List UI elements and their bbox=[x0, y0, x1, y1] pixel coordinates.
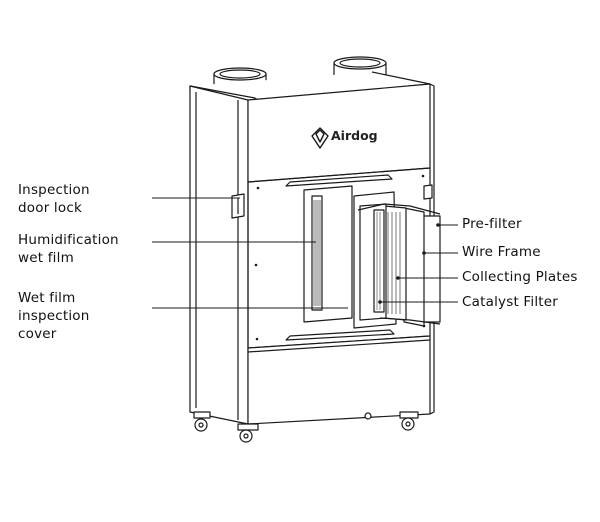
door-lock-bracket bbox=[231, 184, 433, 219]
callout-wire-frame: Wire Frame bbox=[462, 244, 541, 260]
airdog-logo-icon bbox=[311, 127, 329, 149]
humidification-wet-film bbox=[303, 185, 353, 323]
callout-line: cover bbox=[18, 326, 57, 342]
caster-front-left bbox=[237, 423, 259, 443]
callout-wet-film-inspection-cover: Wet film inspection cover bbox=[18, 289, 90, 343]
filter-stack bbox=[357, 203, 441, 327]
callout-catalyst-filter: Catalyst Filter bbox=[462, 294, 559, 310]
callout-line: Humidification bbox=[18, 232, 119, 248]
brand-label: Airdog bbox=[331, 128, 378, 143]
callout-pre-filter: Pre-filter bbox=[462, 216, 522, 232]
caster-back-left bbox=[193, 411, 211, 432]
callout-line: door lock bbox=[18, 200, 82, 216]
callout-line: inspection bbox=[18, 308, 90, 324]
callout-line: Wet film bbox=[18, 290, 76, 306]
callout-inspection-door-lock: Inspection door lock bbox=[18, 181, 90, 217]
caster-front-right bbox=[399, 411, 419, 431]
callout-humidification-wet-film: Humidification wet film bbox=[18, 231, 119, 267]
leader-lines bbox=[152, 197, 458, 309]
callout-collecting-plates: Collecting Plates bbox=[462, 269, 578, 285]
callout-line: wet film bbox=[18, 250, 74, 266]
lower-front-panel bbox=[247, 335, 431, 425]
callout-line: Inspection bbox=[18, 182, 90, 198]
cabinet-left-side bbox=[189, 85, 249, 425]
